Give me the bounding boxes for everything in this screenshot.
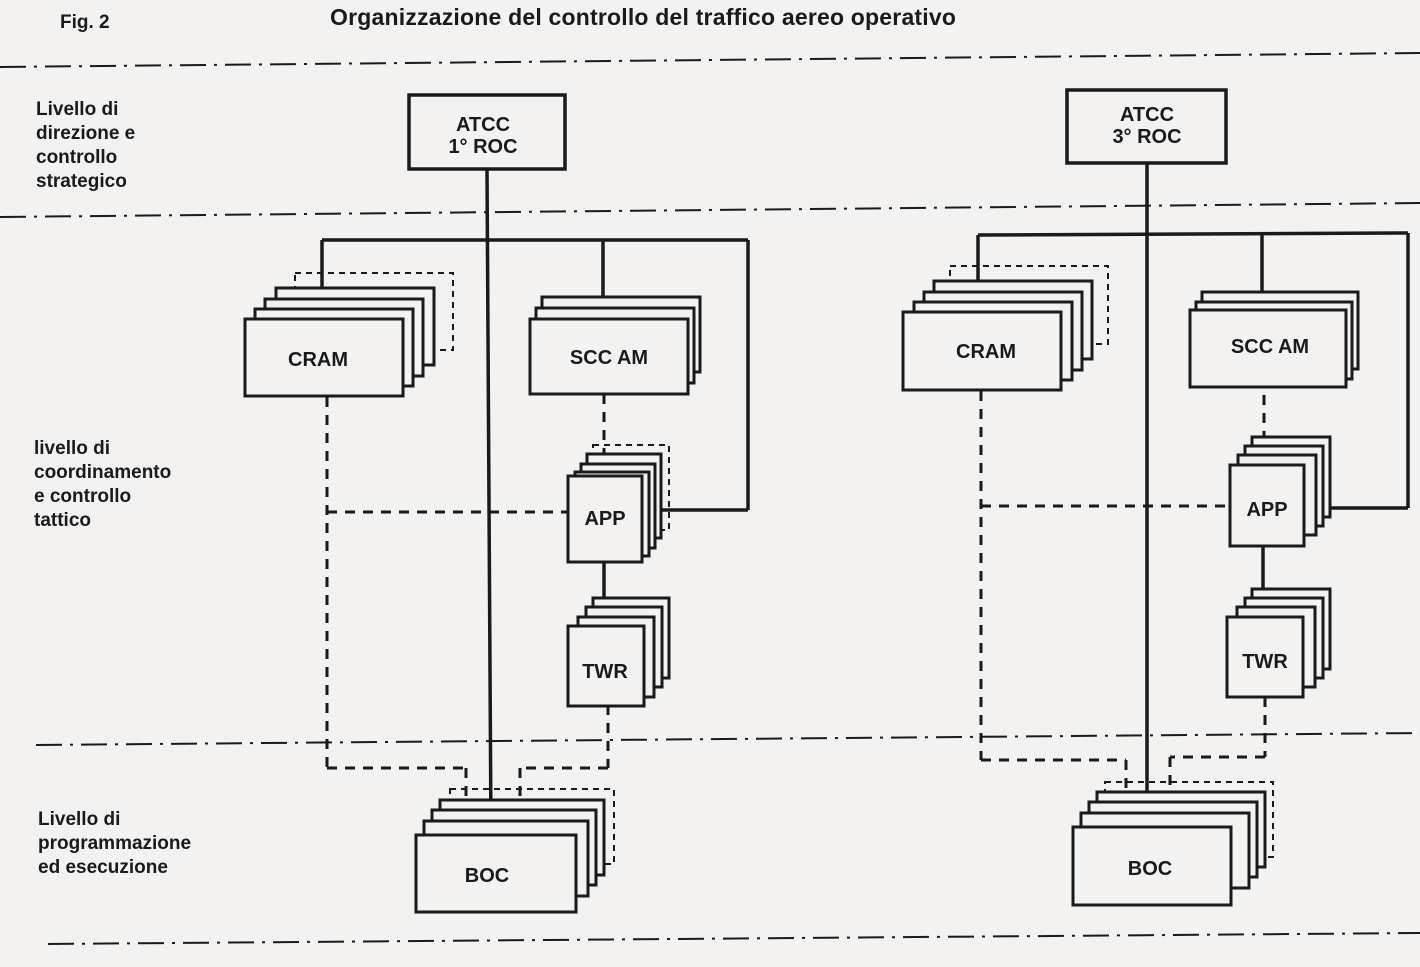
right-roc-label: 3° ROC [1112, 126, 1181, 148]
level-label-execution: Livello di programmazione ed esecuzione [38, 809, 192, 878]
left-boc-stack [414, 788, 615, 914]
left-dashed-links [325, 394, 610, 835]
right-cram-stack [901, 265, 1109, 392]
right-atcc-box [1065, 88, 1228, 165]
left-boc-label: BOC [465, 865, 509, 887]
right-boc-box [1071, 825, 1233, 907]
left-roc-label: 1° ROC [448, 136, 517, 158]
right-twr-stack [1225, 587, 1332, 699]
left-atcc-label: ATCC [456, 114, 510, 136]
figure-title: Organizzazione del controllo del traffic… [330, 4, 957, 30]
right-app-label: APP [1246, 499, 1287, 521]
separator-top [0, 52, 1420, 68]
right-solid-links [976, 163, 1410, 827]
left-atcc-box [407, 93, 567, 171]
level-label-tactical: livello di coordinamento e controllo tat… [34, 438, 172, 531]
left-twr-stack [566, 596, 671, 708]
left-cram-stack [243, 272, 454, 398]
right-scc-box [1188, 308, 1348, 389]
left-boc-box [414, 833, 578, 914]
level-separators [0, 52, 1420, 945]
left-cram-box [243, 317, 405, 398]
right-twr-box [1225, 615, 1305, 699]
left-scc-box [528, 317, 690, 396]
left-scc-label: SCC AM [570, 347, 648, 369]
left-twr-label: TWR [582, 661, 628, 683]
level-label-strategic: Livello di direzione e controllo strateg… [36, 99, 136, 192]
left-app-label: APP [584, 508, 625, 530]
right-boc-label: BOC [1128, 858, 1172, 880]
right-app-stack [1228, 435, 1332, 548]
right-cram-label: CRAM [956, 341, 1016, 363]
figure-label: Fig. 2 [60, 12, 110, 33]
right-cram-box [901, 310, 1063, 392]
right-group: ATCC 3° ROC CRAM SCC AM [901, 88, 1410, 907]
left-app-box [566, 474, 644, 564]
right-app-box [1228, 463, 1306, 548]
right-atcc-label: ATCC [1120, 104, 1174, 126]
left-cram-label: CRAM [288, 349, 348, 371]
left-solid-links [320, 169, 750, 836]
left-app-stack [566, 444, 670, 564]
right-boc-stack [1071, 781, 1274, 907]
right-dashed-links [979, 377, 1267, 827]
separator-strategic [0, 202, 1420, 218]
left-twr-box [566, 624, 646, 708]
right-scc-label: SCC AM [1231, 336, 1309, 358]
separator-tactical [35, 732, 1420, 746]
right-scc-stack [1188, 290, 1360, 389]
separator-bottom [47, 932, 1420, 945]
right-twr-label: TWR [1242, 651, 1288, 673]
left-group: ATCC 1° ROC CRAM SCC AM [243, 93, 750, 914]
left-scc-stack [528, 295, 702, 396]
